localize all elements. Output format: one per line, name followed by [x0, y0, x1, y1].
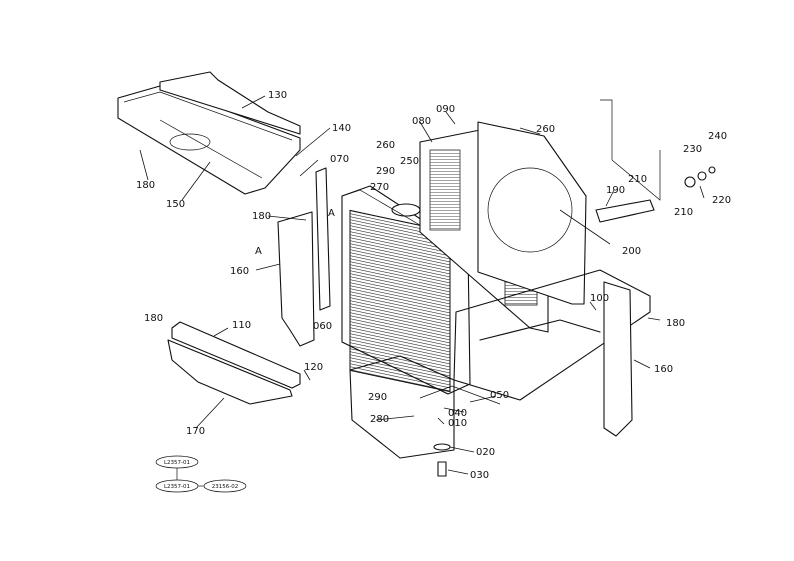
part-label-130: 130 — [268, 90, 287, 101]
radiator-core — [341, 185, 471, 395]
part-label-080: 080 — [412, 116, 431, 127]
cover-rail-130 — [159, 71, 301, 135]
part-label-160b: 160 — [654, 364, 673, 375]
part-label-090: 090 — [436, 104, 455, 115]
part-label-A1: A — [255, 246, 262, 257]
part-label-180a: 180 — [136, 180, 155, 191]
reference-code-ref1: L2357-01 — [164, 460, 190, 466]
bracket-assembly-right — [595, 99, 716, 223]
part-label-160a: 160 — [230, 266, 249, 277]
part-label-180c: 180 — [666, 318, 685, 329]
part-label-240: 240 — [708, 131, 727, 142]
reference-codes — [155, 455, 247, 493]
part-label-150: 150 — [166, 199, 185, 210]
part-label-290a: 290 — [376, 166, 395, 177]
part-label-260b: 260 — [536, 124, 555, 135]
part-label-030: 030 — [470, 470, 489, 481]
leader-lines — [139, 95, 705, 475]
reference-code-ref2: L2357-01 — [164, 484, 190, 490]
part-label-010: 010 — [448, 418, 467, 429]
part-label-180d: 180 — [144, 313, 163, 324]
part-label-290b: 290 — [368, 392, 387, 403]
part-label-190: 190 — [606, 185, 625, 196]
part-label-210a: 210 — [628, 174, 647, 185]
part-label-170: 170 — [186, 426, 205, 437]
lower-bracket-110 — [171, 321, 301, 389]
part-label-210b: 210 — [674, 207, 693, 218]
part-label-220: 220 — [712, 195, 731, 206]
part-label-270: 270 — [370, 182, 389, 193]
part-label-120: 120 — [304, 362, 323, 373]
part-label-110: 110 — [232, 320, 251, 331]
part-label-020: 020 — [476, 447, 495, 458]
part-label-230: 230 — [683, 144, 702, 155]
side-shroud-160-right — [603, 281, 633, 437]
part-label-070: 070 — [330, 154, 349, 165]
base-frame — [349, 269, 651, 459]
bracket-060 — [315, 167, 331, 311]
part-label-250: 250 — [400, 156, 419, 167]
reference-code-ref3: 23156-02 — [212, 484, 238, 490]
part-label-280: 280 — [370, 414, 389, 425]
part-label-200: 200 — [622, 246, 641, 257]
bolt-030 — [437, 461, 447, 477]
part-label-060: 060 — [313, 321, 332, 332]
side-shroud-160-left — [277, 211, 315, 347]
lower-baffle-170 — [167, 339, 293, 405]
part-number-labels: 130140180150070180AA16006026025029027009… — [136, 90, 731, 481]
washer-020 — [433, 443, 451, 451]
part-label-040: 040 — [448, 408, 467, 419]
part-label-180b: 180 — [252, 211, 271, 222]
fan-guard-260 — [477, 121, 587, 305]
part-label-140: 140 — [332, 123, 351, 134]
part-label-050: 050 — [490, 390, 509, 401]
part-label-260a: 260 — [376, 140, 395, 151]
part-label-100: 100 — [590, 293, 609, 304]
part-label-A2: A — [328, 208, 335, 219]
